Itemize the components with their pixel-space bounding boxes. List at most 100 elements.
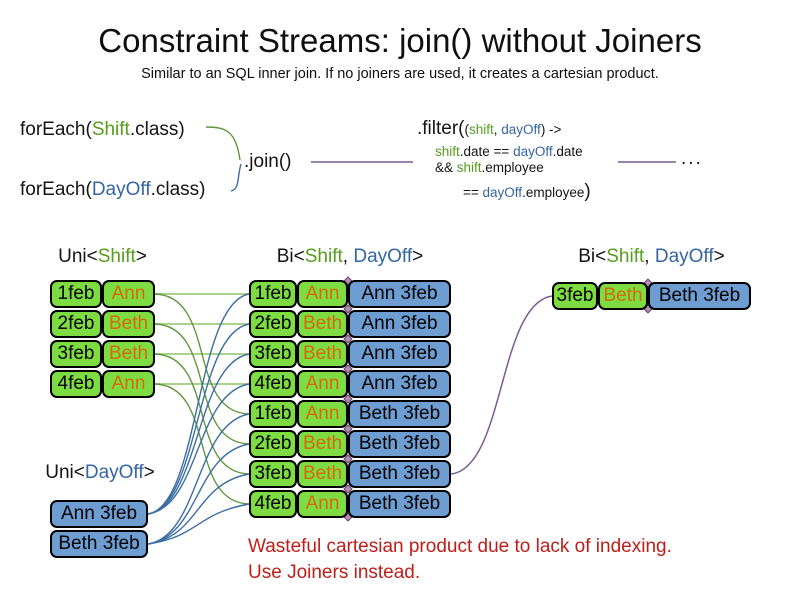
shift-pair-link <box>154 293 250 415</box>
code-token: && <box>435 160 457 175</box>
code-token: shift <box>469 122 494 137</box>
shift-date-cell: 1feb <box>249 400 297 428</box>
code-token: DayOff <box>84 462 144 483</box>
code-token: , <box>342 246 354 267</box>
uni-dayoff-label: Uni<DayOff> <box>38 462 162 484</box>
code-token: shift <box>435 144 460 159</box>
dayoff-cell: Beth 3feb <box>348 430 451 458</box>
code-token: forEach( <box>20 179 92 200</box>
pair-result-link <box>450 295 553 475</box>
dayoff-cell: Ann 3feb <box>348 370 451 398</box>
code-filter-line3: && shift.employee <box>435 160 544 175</box>
slide-title: Constraint Streams: join() without Joine… <box>98 22 702 59</box>
code-token: == <box>463 185 483 200</box>
shift-date-cell: 3feb <box>249 340 297 368</box>
code-token: dayOff <box>501 122 541 137</box>
caption-line-2: Use Joiners instead. <box>248 562 421 583</box>
code-ellipsis: ... <box>681 148 703 169</box>
dayoff-pair-link <box>147 353 250 515</box>
code-token: Uni< <box>45 462 85 483</box>
dayoff-cell: Ann 3feb <box>348 310 451 338</box>
code-token: forEach( <box>20 119 92 140</box>
code-filter-line1: .filter((shift, dayOff) -> <box>417 118 561 140</box>
shift-employee-cell: Beth <box>297 340 348 368</box>
code-token: DayOff <box>91 179 151 200</box>
code-token: .filter( <box>417 118 465 139</box>
shift-date-cell: 1feb <box>50 280 102 308</box>
code-token: > <box>135 246 147 267</box>
code-token: shift <box>456 160 482 175</box>
bi-pairs-label: Bi<Shift, DayOff> <box>249 246 451 268</box>
code-token: .date <box>552 144 583 159</box>
code-join: .join() <box>244 151 292 172</box>
code-token: Bi< <box>578 246 607 267</box>
shift-date-cell: 4feb <box>50 370 102 398</box>
code-token: , <box>644 246 655 267</box>
code-token: > <box>412 246 424 267</box>
code-token: Shift <box>91 119 130 140</box>
dayoff-cell: Ann 3feb <box>348 280 451 308</box>
shift-date-cell: 2feb <box>249 430 297 458</box>
slide-subtitle: Similar to an SQL inner join. If no join… <box>141 66 659 82</box>
code-token: .employee <box>481 160 544 175</box>
caption-line-1: Wasteful cartesian product due to lack o… <box>248 536 672 557</box>
code-token: dayOff <box>482 185 523 200</box>
dayoff-cell: Beth 3feb <box>50 530 148 558</box>
shift-date-cell: 3feb <box>249 460 297 488</box>
code-token: , <box>493 122 502 137</box>
shift-date-cell: 1feb <box>249 280 297 308</box>
shift-employee-cell: Ann <box>102 280 155 308</box>
code-foreach-dayoff: forEach(DayOff.class) <box>20 179 206 201</box>
dayoff-pair-link <box>147 323 250 515</box>
dayoff-cell: Beth 3feb <box>648 282 751 310</box>
code-token: ( <box>464 122 470 137</box>
dayoff-cell: Beth 3feb <box>348 490 451 518</box>
code-filter-line4: == dayOff.employee) <box>463 181 591 203</box>
shift-date-cell: 2feb <box>249 310 297 338</box>
dayoff-pair-link <box>147 443 250 545</box>
dayoff-pair-link <box>147 503 250 545</box>
code-token: dayOff <box>513 144 553 159</box>
shift-employee-cell: Ann <box>297 490 348 518</box>
foreach-dayoff-join-link <box>230 163 242 192</box>
shift-employee-cell: Beth <box>297 310 348 338</box>
shift-pair-link <box>154 383 250 505</box>
shift-employee-cell: Ann <box>297 370 348 398</box>
code-token: ) <box>584 181 591 202</box>
code-token: > <box>143 462 155 483</box>
code-token: Bi< <box>276 246 305 267</box>
code-token: Shift <box>606 246 645 267</box>
code-filter-line2: shift.date == dayOff.date <box>435 144 583 159</box>
shift-employee-cell: Ann <box>297 280 348 308</box>
shift-employee-cell: Ann <box>102 370 155 398</box>
dayoff-cell: Ann 3feb <box>50 500 148 528</box>
code-token: Uni< <box>58 246 98 267</box>
dayoff-cell: Ann 3feb <box>348 340 451 368</box>
dayoff-pair-link <box>147 413 250 545</box>
shift-date-cell: 3feb <box>50 340 102 368</box>
shift-employee-cell: Ann <box>297 400 348 428</box>
shift-employee-cell: Beth <box>297 430 348 458</box>
shift-employee-cell: Beth <box>102 310 155 338</box>
code-token: .class) <box>129 119 185 140</box>
dayoff-cell: Beth 3feb <box>348 400 451 428</box>
shift-pair-link <box>154 353 250 475</box>
shift-employee-cell: Beth <box>598 282 648 310</box>
code-token: .class) <box>150 179 206 200</box>
shift-date-cell: 3feb <box>552 282 598 310</box>
code-token: Shift <box>304 246 343 267</box>
shift-date-cell: 2feb <box>50 310 102 338</box>
dayoff-cell: Beth 3feb <box>348 460 451 488</box>
shift-date-cell: 4feb <box>249 370 297 398</box>
uni-shift-label: Uni<Shift> <box>50 246 155 268</box>
code-token: ) -> <box>540 122 562 137</box>
code-token: .employee <box>522 185 585 200</box>
code-foreach-shift: forEach(Shift.class) <box>20 119 185 141</box>
code-token: .date == <box>459 144 514 159</box>
dayoff-pair-link <box>147 293 250 515</box>
foreach-shift-join-link <box>205 126 241 161</box>
bi-result-label: Bi<Shift, DayOff> <box>552 246 751 268</box>
dayoff-pair-link <box>147 383 250 515</box>
